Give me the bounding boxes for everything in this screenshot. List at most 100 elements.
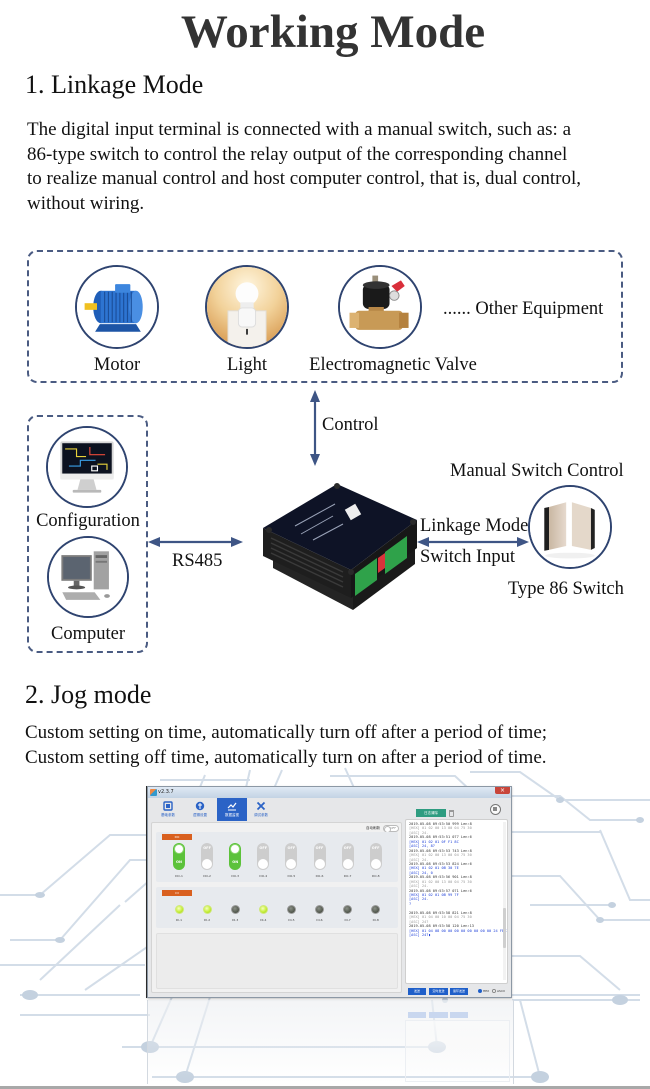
jog-mode-heading: 2. Jog mode — [25, 680, 152, 709]
ascii-radio-label: ASCII — [497, 989, 505, 993]
control-label: Control — [322, 415, 379, 435]
toggle-state-text: ON — [232, 860, 239, 864]
log-line: [HEX] 01 02 01 0B 99 7F — [409, 893, 459, 897]
tab-data-monitor[interactable]: 数据监视 — [217, 798, 247, 821]
log-line: [HEX] 01 02 01 0B 30 7E — [409, 866, 459, 871]
do-toggle[interactable]: ON — [173, 843, 185, 870]
auto-refresh-toggle[interactable]: OFF — [383, 825, 399, 833]
scrollbar-thumb[interactable] — [503, 908, 506, 948]
do-channel-label: DO-1 — [175, 874, 183, 878]
log-scrollbar[interactable] — [503, 822, 506, 980]
window-reflection — [147, 1000, 514, 1084]
home-icon[interactable] — [490, 804, 501, 815]
di-indicator-lamp — [174, 905, 184, 914]
toggle-knob — [286, 859, 297, 869]
page-title: Working Mode — [180, 6, 486, 58]
light-bulb-icon — [205, 265, 289, 349]
di-channel-label: DI-3 — [232, 918, 239, 922]
toggle-state-text: OFF — [371, 846, 380, 850]
log-line: [ASC] 24? — [409, 919, 429, 924]
log-line: 2019-05-08 09:53:50 999 Len:8 — [409, 822, 472, 826]
solenoid-valve-icon — [338, 265, 422, 349]
description-line: Custom setting off time, automatically t… — [25, 746, 547, 768]
toggle-state-text: OFF — [203, 846, 211, 850]
toggle-knob — [202, 859, 213, 869]
do-toggle[interactable]: OFF — [257, 843, 270, 870]
wall-switch-icon — [528, 485, 612, 569]
log-line: 2019-05-08 09:53:53 743 Len:8 — [409, 848, 472, 853]
log-line: [HEX] 01 04 00 10 00 04 75 30 — [409, 915, 472, 920]
app-logo-icon — [150, 789, 157, 796]
do-channel-label: DO-7 — [343, 874, 352, 878]
log-line: [HEX] 01 02 00 13 00 04 75 30 — [409, 879, 472, 884]
log-line: [ASC] 24, 0 — [409, 870, 433, 875]
jog-mode-description: Custom setting on time, automatically tu… — [25, 721, 547, 770]
tab-label: 调试参数 — [254, 813, 268, 817]
log-line: [HEX] 01 02 00 13 00 04 75 30 — [409, 826, 472, 831]
do-toggle[interactable]: OFF — [201, 843, 214, 870]
log-line: [ASC] 24?▮ — [409, 932, 431, 937]
do-channel-label: DO-2 — [203, 874, 211, 878]
tab-debug-parameters[interactable]: 调试参数 — [246, 798, 276, 821]
do-toggle[interactable]: OFF — [341, 843, 354, 870]
close-button[interactable]: × — [495, 787, 510, 794]
relay-controller-icon — [263, 483, 417, 610]
di-indicator-lamp — [258, 905, 268, 914]
toggle-knob — [230, 844, 241, 854]
tab-logic-settings[interactable]: 逻辑设置 — [185, 798, 215, 821]
timed-send-button[interactable]: 定时发送 — [429, 988, 448, 995]
type-86-switch-label: Type 86 Switch — [508, 579, 624, 599]
logic-settings-icon — [195, 801, 205, 811]
communication-log[interactable]: 2019-05-08 09:53:50 999 Len:8[HEX] 01 02… — [405, 819, 508, 984]
ascii-radio[interactable] — [492, 989, 496, 993]
manual-switch-control-label: Manual Switch Control — [450, 461, 624, 481]
log-line: [ASC] 24. — [409, 857, 429, 862]
di-indicator-lamp — [343, 905, 353, 914]
window-title: v2.3.7 — [158, 789, 174, 795]
linkage-mode-label: Linkage Mode — [420, 516, 529, 536]
hex-radio[interactable] — [478, 989, 482, 993]
di-indicator-lamp — [371, 905, 381, 914]
auto-refresh-label: 自动刷新 — [366, 826, 380, 830]
do-channel-label: DO-5 — [287, 874, 296, 878]
hex-radio-label: HEX — [483, 989, 490, 993]
loop-send-button[interactable]: 循环发送 — [450, 988, 468, 995]
tab-label: 数据监视 — [225, 813, 239, 817]
window-title-bar[interactable]: v2.3.7 × — [148, 787, 511, 798]
di-indicator-lamp — [202, 905, 212, 914]
di-indicator-lamp — [286, 905, 296, 914]
toggle-state-text: OFF — [287, 846, 296, 850]
log-line: 2019-05-08 09:53:56 901 Len:8 — [409, 875, 472, 880]
toggle-knob — [342, 859, 353, 869]
toggle-state-text: OFF — [343, 846, 352, 850]
toggle-knob — [314, 859, 325, 869]
description-line: to realize manual control and host compu… — [27, 168, 582, 189]
data-monitor-icon — [227, 801, 237, 811]
other-equipment-label: ...... Other Equipment — [443, 299, 604, 319]
tab-basic-parameters[interactable]: 基础参数 — [153, 798, 183, 821]
do-toggle[interactable]: OFF — [369, 843, 382, 870]
do-channel-label: DO-6 — [315, 874, 324, 878]
toggle-state-text: OFF — [315, 846, 324, 850]
reflection-decoration — [429, 1012, 448, 1018]
description-line: The digital input terminal is connected … — [27, 119, 571, 140]
do-toggle[interactable]: OFF — [313, 843, 326, 870]
toggle-knob — [370, 859, 381, 869]
di-channel-label: DI-7 — [344, 918, 351, 922]
send-button[interactable]: 发送 — [408, 988, 426, 995]
do-toggle[interactable]: ON — [229, 843, 242, 870]
description-line: without wiring. — [27, 192, 145, 214]
equipment-label-light: Light — [226, 355, 268, 375]
computer-label: Computer — [51, 624, 125, 644]
toggle-knob — [258, 859, 269, 869]
trash-icon[interactable] — [449, 810, 454, 817]
rs485-label: RS485 — [172, 551, 223, 571]
host-group-box — [27, 415, 148, 653]
configuration-label: Configuration — [36, 511, 140, 531]
rs485-arrow-icon — [148, 537, 243, 547]
clear-log-button[interactable]: 日志清除 — [416, 809, 446, 817]
do-toggle[interactable]: OFF — [285, 843, 298, 870]
